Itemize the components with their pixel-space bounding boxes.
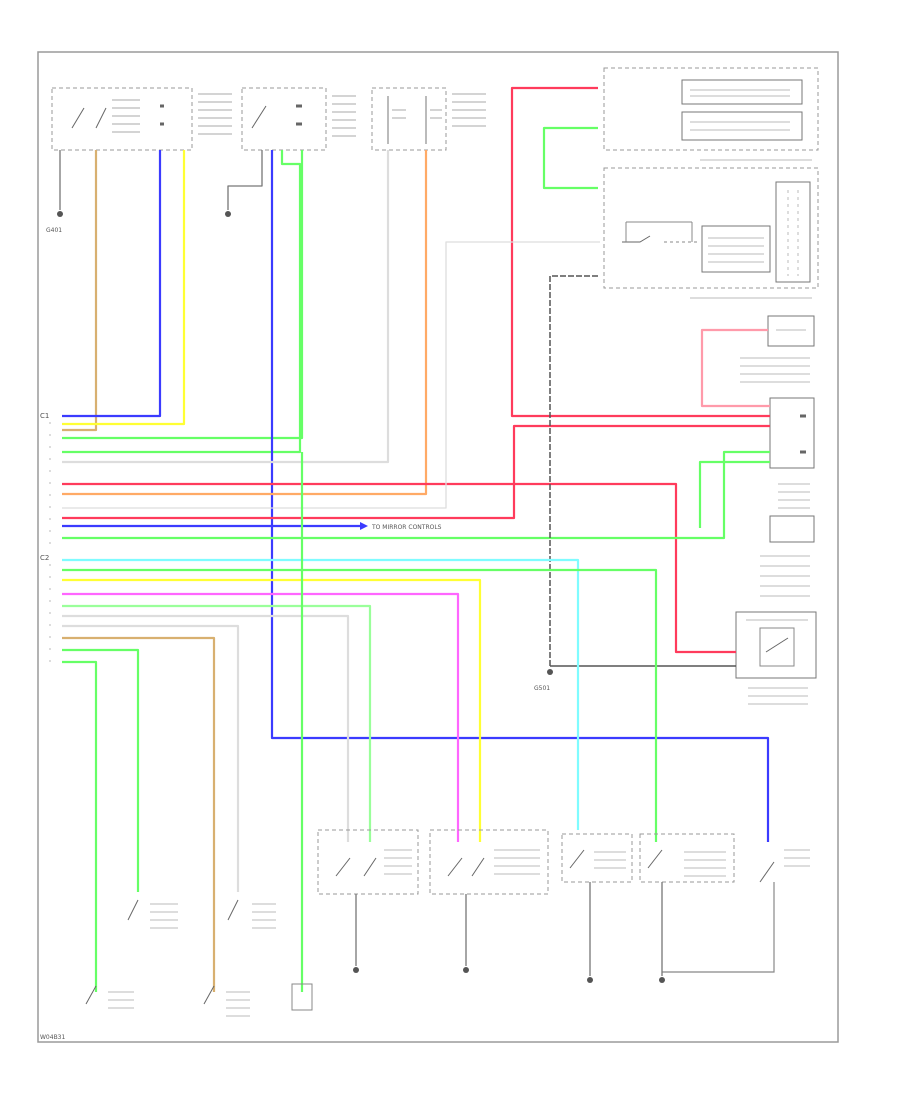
wire-red-mid <box>62 424 770 520</box>
right-lamp-switch <box>740 315 815 383</box>
left-switch-caption <box>198 93 232 135</box>
to-mirror-controls-label: TO MIRROR CONTROLS <box>371 524 442 531</box>
wire-green-a <box>62 150 304 440</box>
wire-red-main <box>62 482 736 654</box>
wire-green-right <box>62 450 770 540</box>
wire-tan-upper <box>62 150 98 432</box>
wire-set: TO MIRROR CONTROLS <box>62 86 770 992</box>
diagram-code: W04B31 <box>40 1034 66 1041</box>
ground-center-label: G501 <box>534 685 550 692</box>
wire-blue-long <box>270 150 770 842</box>
wire-orange-fuse <box>62 150 428 496</box>
wire-green-right-b <box>698 460 770 528</box>
wire-green-lower-a <box>62 568 658 842</box>
wire-pink-side <box>700 328 770 408</box>
lower-switch-boxes <box>317 829 549 895</box>
upper-connector-label: C1 <box>40 412 49 420</box>
wire-yellow-upper <box>62 150 186 426</box>
lower-small-switches <box>561 833 810 973</box>
wire-blue-upper <box>62 150 162 418</box>
right-motor-switch <box>735 611 817 705</box>
wire-white-lower-b <box>62 624 240 892</box>
middle-switch-module <box>241 87 356 151</box>
wire-green-relay <box>542 126 598 190</box>
wire-yellow-lower <box>62 578 482 842</box>
right-connector-block <box>760 397 815 597</box>
wire-white-fuse <box>62 150 390 464</box>
fuse-box <box>371 87 486 151</box>
wire-green-b <box>62 150 302 454</box>
lower-connector-label: C2 <box>40 554 49 562</box>
wire-magenta <box>62 592 460 842</box>
lower-left-switches <box>85 899 313 1017</box>
wire-cyan <box>62 558 580 830</box>
wire-ground-middle <box>227 150 263 210</box>
wire-white-unit <box>62 241 600 509</box>
wire-green-lower-b <box>62 604 372 842</box>
left-switch-module <box>51 87 193 151</box>
lower-connector-pins: C2 <box>40 554 51 672</box>
upper-connector-pins: C1 <box>40 412 51 548</box>
diagram-frame <box>37 51 839 1043</box>
wire-black-ground <box>549 275 598 668</box>
wire-green-lower-d <box>62 660 98 992</box>
ground-symbols: G401 G501 <box>46 150 665 983</box>
wire-red-top <box>510 86 770 418</box>
ground-middle <box>225 211 231 217</box>
arrow-to-mirror <box>360 522 368 530</box>
power-control-unit <box>603 159 819 299</box>
wire-green-lower-c <box>62 648 140 892</box>
upper-relay-group <box>603 67 819 151</box>
wire-tan-lower <box>62 636 216 992</box>
wire-white-lower <box>62 614 350 842</box>
ground-left-label: G401 <box>46 227 62 234</box>
